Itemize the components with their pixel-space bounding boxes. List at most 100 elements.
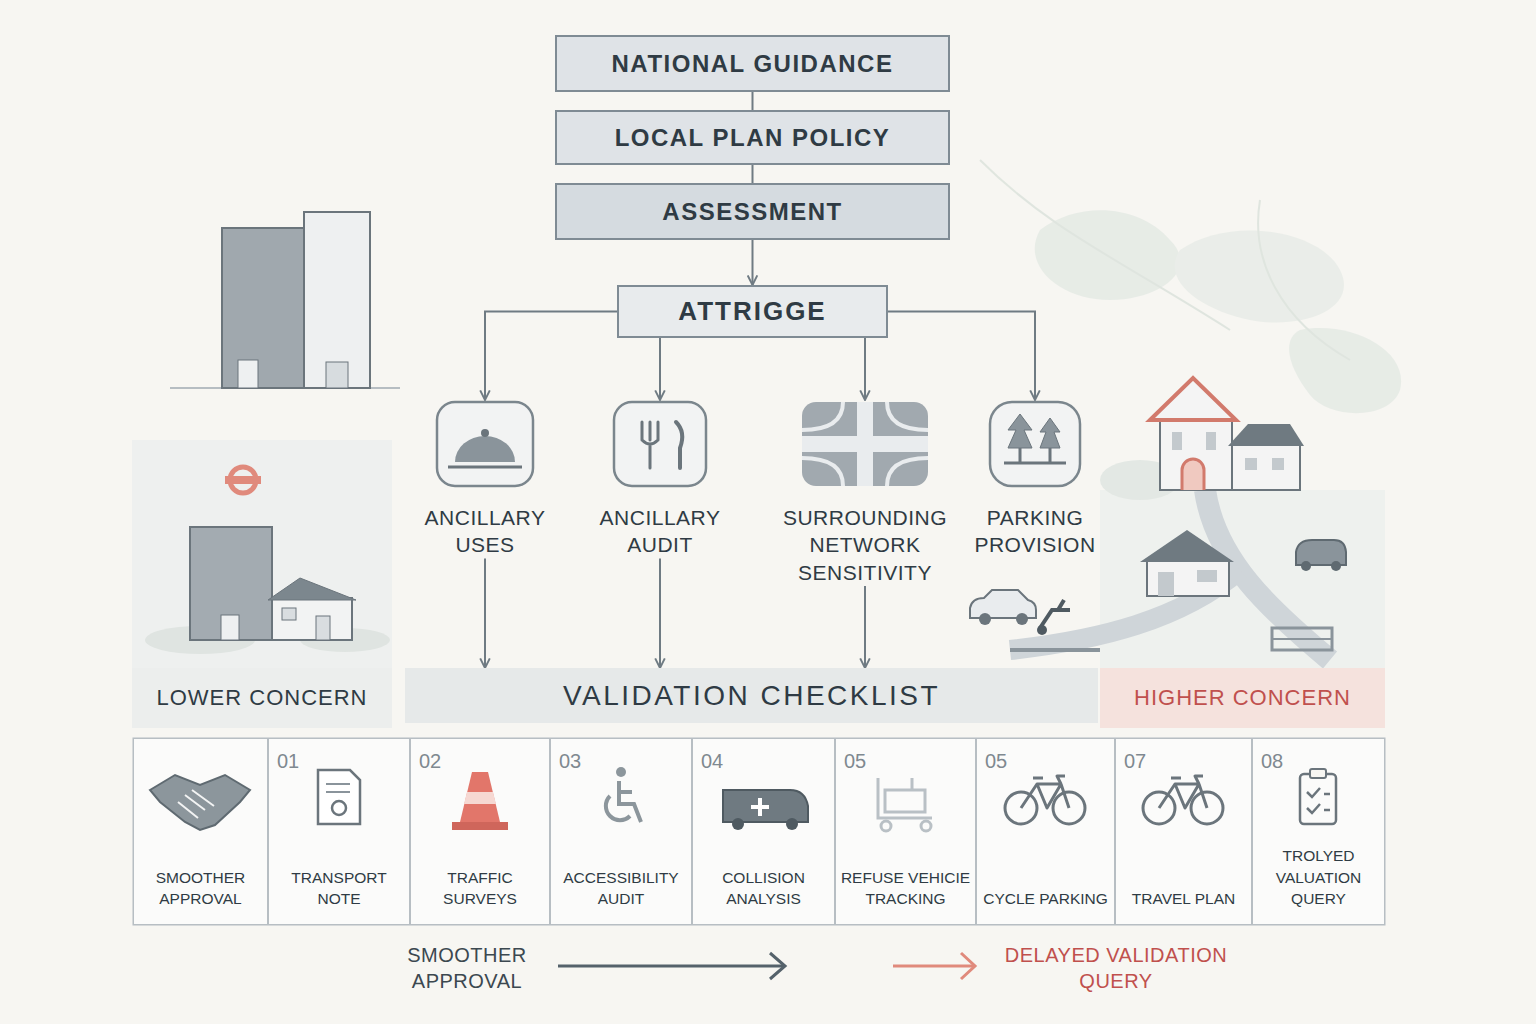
traffic-cone-icon: [452, 822, 508, 830]
office-building: [222, 228, 306, 388]
node-label: SMOOTHER APPROVAL: [138, 867, 263, 910]
higher-concern-scene: [1245, 458, 1257, 470]
trolley-icon: [878, 778, 932, 831]
lower-concern-scene: [132, 440, 392, 668]
higher-concern-scene: [979, 613, 991, 625]
callout-number: 05: [840, 747, 866, 775]
concern-band: HIGHER CONCERN: [1100, 668, 1385, 728]
bike-icon: [1143, 776, 1223, 824]
node-label: ANCILLARY USES: [410, 504, 560, 559]
policy-box: LOCAL PLAN POLICY: [555, 110, 950, 165]
higher-concern-scene: [1206, 432, 1216, 450]
connector-arrow: [659, 338, 661, 400]
higher-concern-scene: [1232, 444, 1300, 490]
clipboard-icon: [1300, 774, 1336, 824]
checklist-cell: 03ACCESSIBILITY AUDIT: [550, 738, 692, 925]
delayed-arrow: [961, 953, 975, 979]
clipboard-icon: [1307, 788, 1330, 813]
node-label: SURROUNDING NETWORK SENSITIVITY: [775, 504, 955, 586]
checklist-cell: 05REFUSE VEHICIE TRACKING: [835, 738, 976, 925]
factor-node: ANCILLARY USES: [410, 400, 560, 559]
network-icon: [802, 402, 928, 486]
factor-node: PARKING PROVISION: [960, 400, 1110, 559]
lower-concern-scene: [282, 608, 296, 620]
higher-concern-scene: [1301, 561, 1311, 571]
parking-icon: [990, 402, 1080, 486]
connector-arrow: [484, 559, 486, 668]
map-wash: [980, 160, 1401, 413]
ancillary-audit-icon: [614, 402, 706, 486]
trigger-box: ATTRIGGE: [617, 285, 888, 338]
concern-band: LOWER CONCERN: [132, 668, 392, 728]
smoother-arrow: [558, 953, 785, 979]
parking-icon: [990, 402, 1080, 486]
higher-concern-scene: [1147, 560, 1229, 596]
lower-concern-scene: [190, 527, 272, 640]
checklist-cell: 04COLLISION ANALYSIS: [692, 738, 835, 925]
checklist-cell: 02TRAFFIC SURVEYS: [410, 738, 550, 925]
checklist-table: [133, 738, 1385, 925]
connector-arrow: [888, 312, 1035, 401]
connector-arrow: [752, 240, 754, 285]
node-label: PARKING PROVISION: [960, 504, 1110, 559]
higher-concern-scene: [1182, 459, 1204, 490]
van-icon: [723, 790, 808, 830]
ancillary-uses-icon: [437, 402, 533, 486]
node-label: ACCESSIBILITY AUDIT: [555, 867, 687, 910]
clipboard-icon: [1310, 769, 1326, 778]
callout-number: 02: [415, 747, 441, 775]
document-icon: [332, 801, 346, 815]
node-label: TRANSPORT NOTE: [273, 867, 405, 910]
ancillary-audit-icon: [614, 402, 706, 486]
higher-concern-scene: [1016, 613, 1028, 625]
factor-node: SURROUNDING NETWORK SENSITIVITY: [775, 400, 955, 586]
higher-concern-scene: [1010, 570, 1240, 650]
connector-arrow: [659, 559, 661, 668]
van-icon: [751, 798, 769, 816]
node-label: VALIDATION CHECKLIST: [563, 678, 940, 713]
clipboard-icon: [1300, 769, 1336, 824]
office-building: [238, 360, 258, 388]
bike-icon: [1143, 776, 1223, 824]
office-building: [304, 212, 370, 388]
higher-concern-scene: [1160, 418, 1232, 490]
smoother-arrow: [770, 953, 785, 979]
higher-concern-scene: [1296, 540, 1346, 565]
node-label: ANCILLARY AUDIT: [585, 504, 735, 559]
trolley-icon: [881, 821, 891, 831]
wheelchair-icon: [606, 767, 641, 822]
connector-arrow: [864, 338, 866, 400]
higher-concern-scene: [1040, 600, 1070, 628]
node-label: LOWER CONCERN: [156, 684, 367, 712]
document-icon: [318, 770, 360, 824]
parking-icon: [1008, 414, 1060, 448]
bike-icon: [1005, 776, 1085, 824]
lower-concern-scene: [221, 615, 239, 640]
callout-number: 07: [1120, 747, 1146, 775]
handshake-icon: [178, 790, 214, 818]
checklist-band: VALIDATION CHECKLIST: [405, 668, 1098, 723]
checklist-cell: SMOOTHER APPROVAL: [133, 738, 268, 925]
map-wash: [1289, 328, 1401, 413]
office-building: [326, 362, 348, 388]
document-icon: [326, 784, 350, 792]
higher-concern-scene: [1272, 458, 1284, 470]
connector-arrow: [864, 586, 866, 668]
parking-icon: [1004, 448, 1066, 463]
lower-concern-scene: [225, 476, 261, 484]
callout-number: 08: [1257, 747, 1283, 775]
higher-concern-scene: [1158, 572, 1174, 596]
ancillary-uses-icon: [455, 436, 515, 462]
smoother-arrow: [558, 965, 784, 968]
traffic-cone-icon: [464, 792, 496, 804]
higher-concern-scene: [1010, 648, 1100, 652]
callout-number: 04: [697, 747, 723, 775]
callout-number: 05: [981, 747, 1007, 775]
delayed-arrow: [893, 965, 974, 968]
traffic-cone-icon: [452, 772, 508, 830]
higher-concern-scene: [1150, 378, 1236, 420]
node-label: ASSESSMENT: [662, 198, 842, 226]
ancillary-uses-icon: [448, 466, 522, 469]
higher-concern-scene: [1140, 530, 1234, 562]
callout-number: 03: [555, 747, 581, 775]
